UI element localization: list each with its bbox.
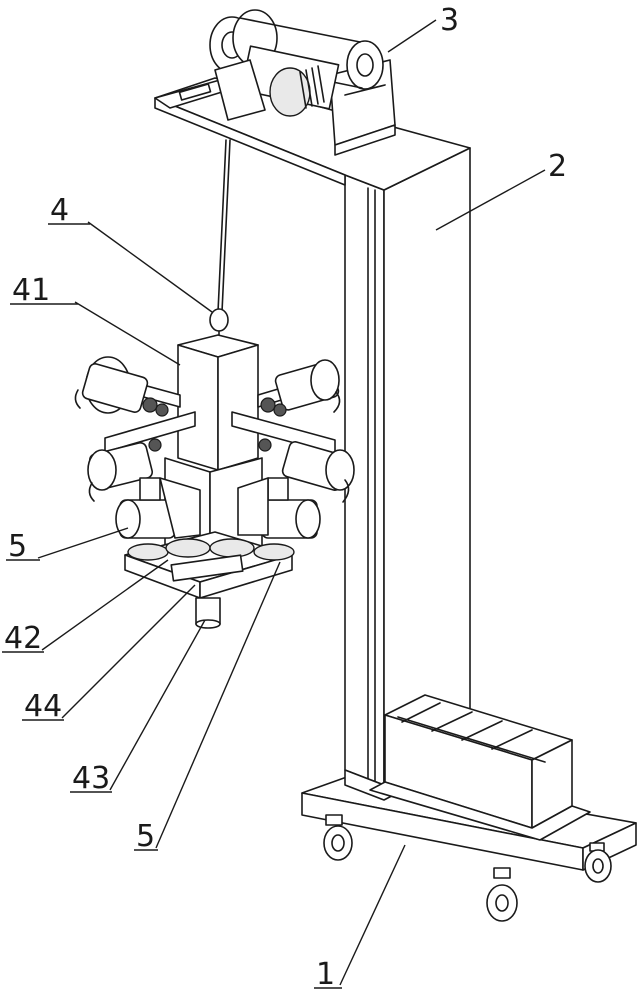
label-5-upper-text: 5 [8,529,27,564]
label-42: 42 [2,621,44,656]
label-1: 1 [314,957,342,992]
label-43-text: 43 [72,761,110,796]
clamp-arm-lower-right [231,411,355,503]
clamp-arm-lower-left [87,411,196,502]
winch-assembly [154,9,396,156]
label-42-text: 42 [4,621,42,656]
caster-wheel-front-left [323,814,353,861]
storage-tray [369,694,591,841]
hoist-rope [217,139,227,313]
label-5-lower-text: 5 [136,819,155,854]
label-2-text: 2 [548,149,567,184]
label-4: 4 [48,193,90,228]
caster-wheel-front-right [486,867,518,922]
clamp-arm-upper-left [74,356,181,414]
drive-motor-right [237,477,321,539]
caster-wheel-rear-right [584,842,612,883]
gear-base-plate [124,531,295,599]
label-44: 44 [22,689,64,724]
drive-motor-left [115,477,201,539]
label-4-text: 4 [50,193,69,228]
label-5-lower: 5 [134,819,158,854]
label-44-text: 44 [24,689,62,724]
label-3: 3 [440,3,459,38]
label-43: 43 [70,761,112,796]
hook-ring [209,308,229,332]
label-2: 2 [548,149,567,184]
label-41-text: 41 [12,273,50,308]
label-1-text: 1 [316,957,335,992]
gear-cluster-upper [142,397,287,452]
leader-lines [37,19,546,986]
clamp-arm-upper-right [257,359,341,413]
label-41: 41 [10,273,78,308]
bottom-shaft [195,597,221,629]
label-5-upper: 5 [6,529,40,564]
label-3-text: 3 [440,3,459,38]
